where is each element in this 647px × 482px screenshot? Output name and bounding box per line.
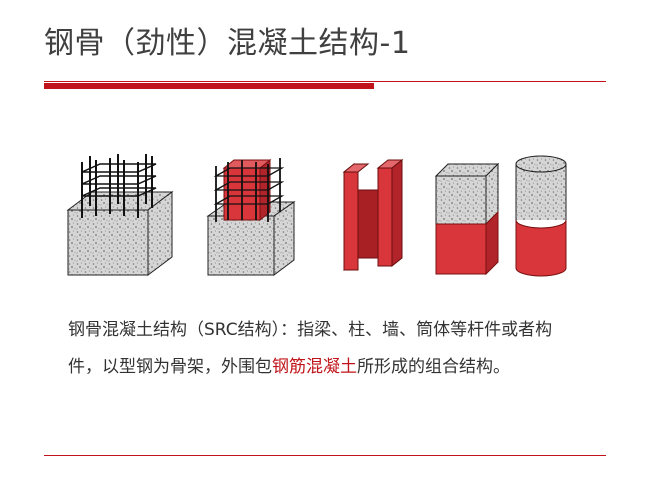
title-underline <box>44 81 606 82</box>
title-accent-bar <box>44 83 374 89</box>
definition-text: 钢骨混凝土结构（SRC结构）：指梁、柱、墙、筒体等杆件或者构件，以型钢为骨架，外… <box>68 320 553 377</box>
highlight-term: 钢筋混凝土 <box>272 357 357 377</box>
structure-illustrations <box>60 150 580 280</box>
footer-rule <box>44 455 606 456</box>
rebar-cage-concrete-block-icon <box>66 154 174 276</box>
src-definition-paragraph: 钢骨混凝土结构（SRC结构）：指梁、柱、墙、筒体等杆件或者构件，以型钢为骨架，外… <box>68 312 578 386</box>
h-steel-section-icon <box>342 158 404 272</box>
encased-round-column-icon <box>515 155 567 277</box>
slide-title: 钢骨（劲性）混凝土结构-1 <box>44 26 411 61</box>
encased-square-column-icon <box>434 162 500 276</box>
steel-section-rebar-concrete-block-icon <box>206 158 296 276</box>
definition-text-end: 所形成的组合结构。 <box>357 357 510 377</box>
